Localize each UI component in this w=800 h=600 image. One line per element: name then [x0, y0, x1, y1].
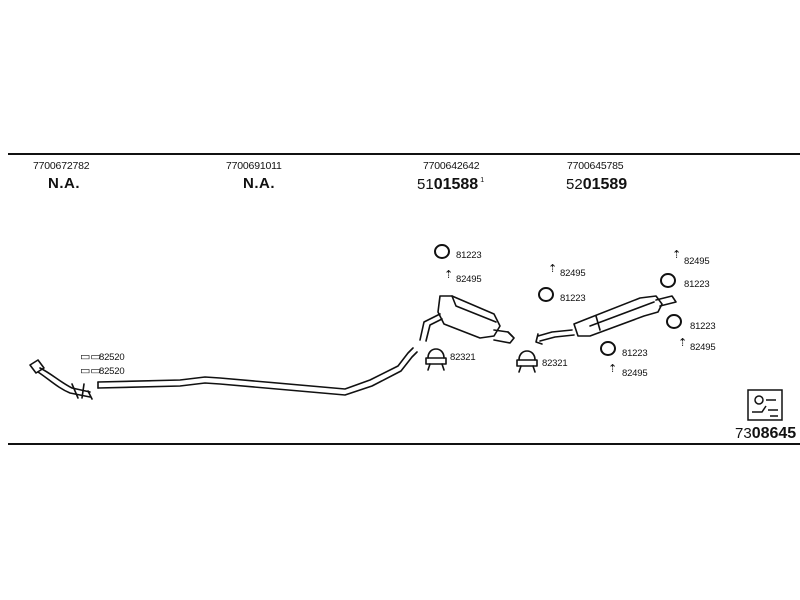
part-number: 01588: [433, 176, 479, 193]
label-bolt-3: 82495: [684, 256, 710, 267]
middle-silencer-drawing: [419, 295, 515, 344]
clamp-2-drawing: [516, 350, 538, 373]
rubber-ring-icon: [600, 341, 616, 356]
oe-number-rear-silencer: 7700645785: [567, 160, 624, 172]
clamp-1-drawing: [425, 348, 447, 371]
part-front-pipe: N.A.: [48, 175, 80, 192]
label-gasket-b: 82520: [99, 366, 125, 377]
bolt-icon: ⇡: [444, 269, 454, 281]
catalog-main-number: 08645: [751, 425, 797, 442]
label-bolt-1: 82495: [456, 274, 482, 285]
rear-silencer-drawing: [535, 295, 677, 345]
oe-number-middle-pipe: 7700691011: [226, 160, 282, 172]
label-bolt-4: 82495: [690, 342, 716, 353]
top-divider: [8, 153, 800, 155]
label-ring-1: 81223: [456, 250, 482, 261]
label-ring-4: 81223: [690, 321, 716, 332]
label-ring-5: 81223: [622, 348, 648, 359]
bottom-divider: [8, 443, 800, 445]
label-clamp-1: 82321: [450, 352, 476, 363]
oe-number-middle-silencer: 7700642642: [423, 160, 480, 172]
bolt-icon: ⇡: [672, 249, 682, 261]
rubber-ring-icon: [660, 273, 676, 288]
catalog-symbol: [747, 389, 783, 421]
part-note: 1: [480, 177, 485, 184]
oe-number-front-pipe: 7700672782: [33, 160, 90, 172]
rubber-ring-icon: [538, 287, 554, 302]
front-pipe-drawing: [29, 359, 93, 400]
bolt-icon: ⇡: [678, 337, 688, 349]
catalog-number: 7308645: [735, 425, 796, 443]
label-bolt-5: 82495: [622, 368, 648, 379]
gasket-icon: ▭▭: [80, 351, 101, 363]
part-rear-silencer: 5201589: [566, 176, 627, 194]
part-prefix: 51: [417, 176, 434, 193]
catalog-prefix: 73: [735, 425, 752, 442]
bolt-icon: ⇡: [548, 263, 558, 275]
middle-pipe-drawing: [97, 347, 418, 396]
label-ring-2: 81223: [560, 293, 586, 304]
gasket-icon: ▭▭: [80, 365, 101, 377]
label-bolt-2: 82495: [560, 268, 586, 279]
label-ring-3: 81223: [684, 279, 710, 290]
part-prefix: 52: [566, 176, 583, 193]
bolt-icon: ⇡: [608, 363, 618, 375]
part-number: 01589: [582, 176, 628, 193]
label-gasket-a: 82520: [99, 352, 125, 363]
rubber-ring-icon: [666, 314, 682, 329]
part-middle-pipe: N.A.: [243, 175, 275, 192]
label-clamp-2: 82321: [542, 358, 568, 369]
rubber-ring-icon: [434, 244, 450, 259]
